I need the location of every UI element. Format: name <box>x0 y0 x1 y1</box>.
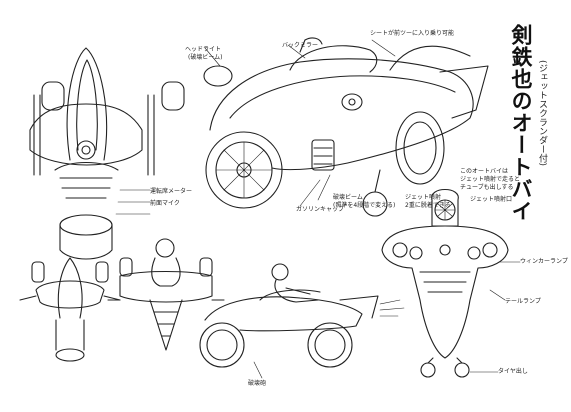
note-tire-label: チューブも出しする <box>460 184 514 191</box>
side-note-1-label: ジェット噴射 <box>405 194 442 201</box>
front-note2-label: 前面マイク <box>150 200 180 207</box>
cannon-label: 破壊砲 <box>248 380 267 387</box>
back-mirror-label: バックミラー <box>282 42 319 49</box>
lower-front-view-drawing <box>19 257 121 362</box>
main-view-drawing <box>203 37 489 217</box>
beam-label: 破壊ビーム <box>333 194 363 201</box>
side-note-2-label: 2重に脱着できる <box>405 202 451 209</box>
rear-view-drawing <box>381 188 521 378</box>
sheet-subtitle: (ジェットスクランダー付) <box>537 60 547 167</box>
note-jet-label: ジェット噴射で走ると <box>460 176 521 183</box>
fuel-cap-label: ガソリンキャップ <box>296 206 345 213</box>
rider-side-view-drawing <box>199 263 405 379</box>
front-view-drawing <box>29 47 185 260</box>
tail-label: テールランプ <box>505 298 541 305</box>
rider-front-view-drawing <box>107 238 225 351</box>
headlight-label: ヘッドライト <box>185 46 222 53</box>
beam-sub-label: (照準を4段階で変える) <box>333 202 396 209</box>
front-note-label: 運転席メーター <box>150 188 193 195</box>
winker-label: ウィンカーランプ <box>520 258 568 265</box>
jet-exhaust-label: ジェット噴射口 <box>470 196 513 203</box>
seat-label: シートが前ツーに入り乗り可能 <box>370 30 455 37</box>
tire-label: タイヤ出し <box>498 368 528 375</box>
headlight-sub-label: (破壊ビーム) <box>188 54 223 61</box>
note-auto-label: このオートバイは <box>460 168 509 175</box>
sheet-title: 剣鉄也のオートバイ <box>509 24 534 222</box>
